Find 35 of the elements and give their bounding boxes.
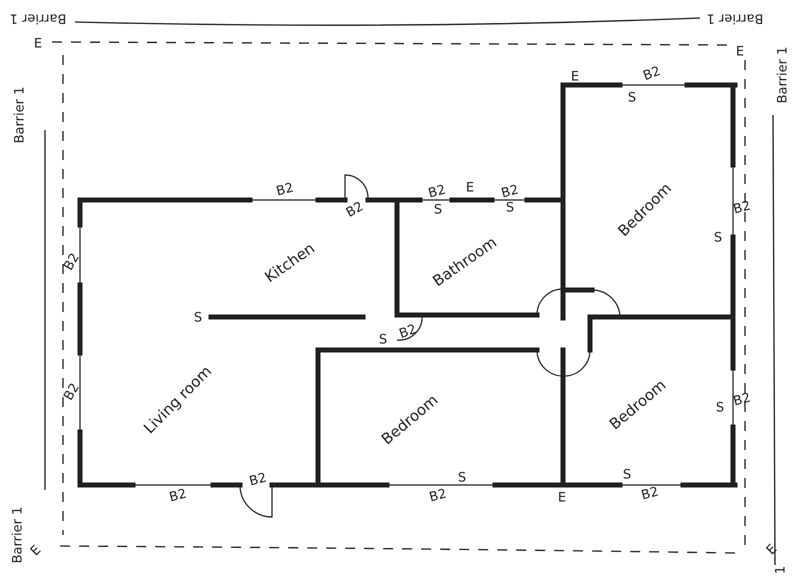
wall-code-label: B2 [275, 182, 295, 198]
barrier-label: Barrier 1 [706, 12, 764, 24]
wall-code-label: B2 [427, 184, 447, 200]
wall-code-label: E [736, 46, 744, 58]
wall-code-label: S [194, 312, 202, 324]
wall-code-label: S [378, 334, 388, 346]
wall-code-label: E [466, 182, 474, 194]
wall-code-label: B2 [398, 322, 418, 342]
wall-code-label: B2 [732, 392, 752, 408]
barrier-label: Barrier 1 [12, 506, 24, 564]
wall-code-label: S [622, 468, 632, 482]
barrier-label: Barrier 1 [776, 46, 790, 104]
wall-code-label: E [558, 492, 566, 504]
wall-code-label: B2 [428, 488, 448, 504]
wall-code-label: E [28, 544, 44, 558]
wall-code-label: B2 [168, 488, 188, 504]
barrier-label: Barrier 1 [10, 12, 66, 24]
wall-code-label: B2 [640, 486, 660, 502]
wall-code-label: S [434, 204, 442, 216]
barrier-label: Barrier 1 [14, 86, 26, 144]
wall-code-label: E [34, 38, 42, 50]
wall-code-label: S [458, 472, 466, 484]
wall-code-label: S [506, 202, 514, 214]
wall-code-label: 1 [774, 566, 788, 574]
wall-code-label: B2 [62, 381, 82, 403]
wall-code-label: B2 [732, 200, 752, 216]
wall-code-label: B2 [500, 184, 520, 200]
wall-code-label: S [716, 402, 724, 414]
wall-code-label: S [714, 232, 722, 244]
wall-code-label: B2 [62, 251, 82, 273]
wall-code-label: B2 [248, 472, 268, 488]
wall-code-label: B2 [642, 64, 662, 84]
wall-code-label: B2 [344, 200, 366, 220]
wall-code-label: S [628, 92, 636, 104]
wall-code-label: E [570, 70, 580, 84]
